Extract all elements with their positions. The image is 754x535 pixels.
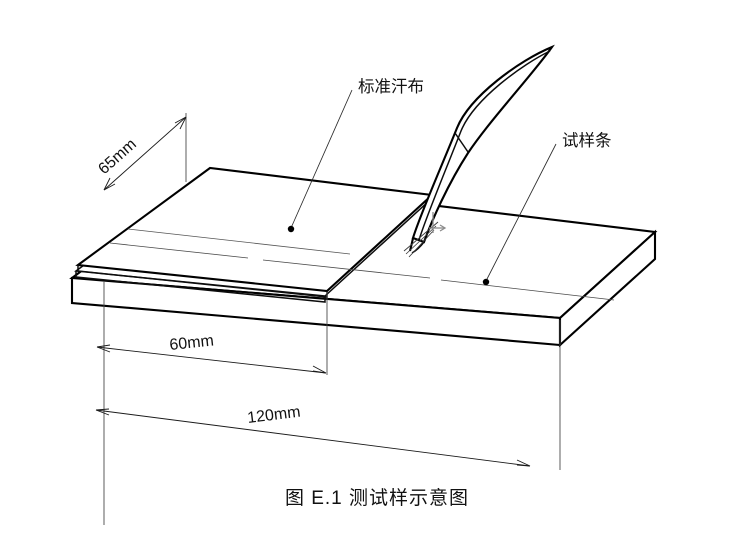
peel-fibre-3 xyxy=(408,229,435,258)
dimension-65mm: 65mm xyxy=(95,113,187,525)
label-standard-fabric: 标准汗布 xyxy=(358,77,424,96)
center-line-seg-2 xyxy=(262,259,431,279)
peel-direction-arrow xyxy=(429,212,447,233)
dim60-arrowhead-right xyxy=(312,365,327,374)
leader-fabric-line xyxy=(290,89,353,229)
peeled-strip xyxy=(403,44,555,258)
peeled-strip-inner-edge xyxy=(418,50,551,241)
fabric-crease-line xyxy=(127,228,351,255)
center-line-seg-1 xyxy=(109,242,249,259)
peeled-strip-body xyxy=(411,44,555,244)
label-specimen-strip: 试样条 xyxy=(562,131,612,150)
dim120-line xyxy=(95,409,531,467)
dim65-arrowhead-left xyxy=(103,177,116,191)
dimension-120mm: 120mm xyxy=(95,320,561,470)
dimension-60mm: 60mm xyxy=(96,292,328,375)
leader-fabric xyxy=(287,89,353,233)
dim60-arrowhead-left xyxy=(96,344,111,353)
leader-fabric-dot xyxy=(287,225,295,233)
dim65-line xyxy=(103,116,187,191)
dim60-line xyxy=(96,346,327,374)
peeled-strip-bend xyxy=(454,132,469,153)
peel-fibre-1 xyxy=(405,225,437,255)
peel-fibre-2 xyxy=(403,221,439,252)
dim120-arrowhead-left xyxy=(95,408,110,416)
dim60-text: 60mm xyxy=(169,332,215,354)
fabric-layer-stack xyxy=(73,166,435,303)
dim65-arrowhead-right xyxy=(174,116,187,130)
figure-caption-row: 图 E.1 测试样示意图 xyxy=(0,483,754,510)
fabric-layer-lower-edge xyxy=(75,271,326,303)
figure-caption: 图 E.1 测试样示意图 xyxy=(284,488,470,509)
leader-specimen-line xyxy=(485,143,557,282)
specimen-center-line xyxy=(109,242,615,301)
leader-specimen xyxy=(482,143,557,286)
leader-specimen-dot xyxy=(482,278,490,286)
peel-arrow-head xyxy=(439,224,447,232)
dim65-text: 65mm xyxy=(95,136,140,178)
dim120-text: 120mm xyxy=(246,404,301,427)
center-line-seg-3 xyxy=(440,279,615,301)
dim120-arrowhead-right xyxy=(516,459,531,467)
